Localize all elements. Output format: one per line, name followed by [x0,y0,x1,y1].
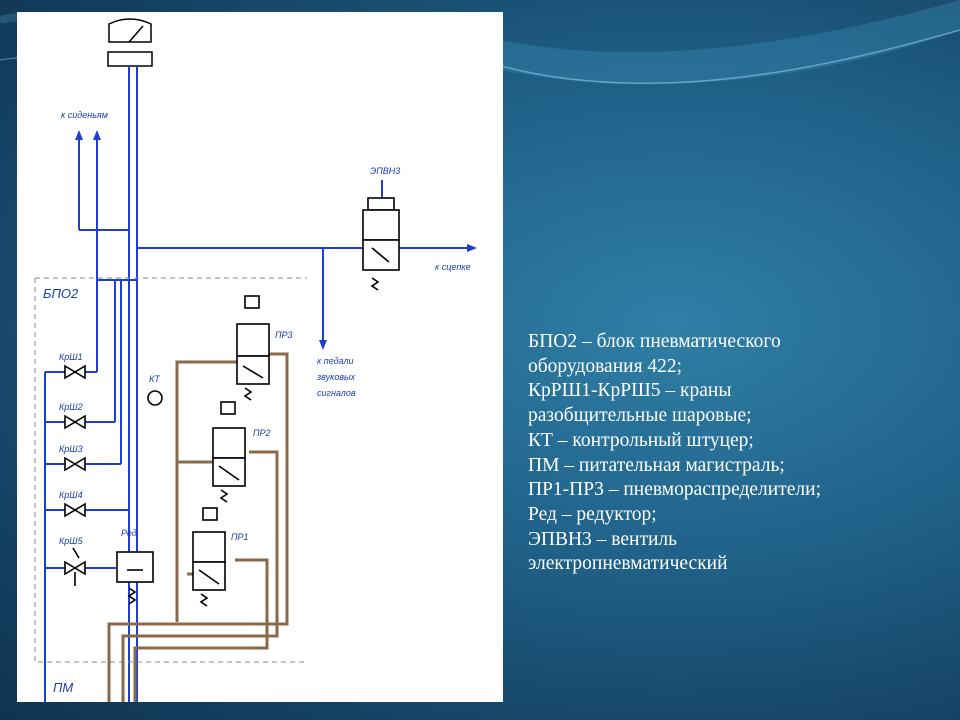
arrow-right-icon [467,244,477,252]
label-krsh3: КрШ3 [59,444,83,454]
legend-line: ПМ – питательная магистраль; [528,454,785,476]
label-krsh1: КрШ1 [59,352,83,362]
legend-line: Ред – редуктор; [528,503,657,525]
label-pm: ПМ [53,680,73,695]
label-pr3: ПР3 [275,330,293,340]
label-to-coupling: к сцепке [435,262,471,272]
pneumatic-schematic: к сиденьям ЭПВН3 к сцепке БПО2 ПР3 ПР2 П… [34,18,477,702]
label-pedal-3: сигналов [317,388,356,398]
legend-line: БПО2 – блок пневматического [528,331,781,352]
pressure-gauge-icon [107,18,153,67]
schematic-panel: к сиденьям ЭПВН3 к сцепке БПО2 ПР3 ПР2 П… [17,12,503,702]
legend-line: разобщительные шаровые; [528,405,752,427]
legend-line: КрРШ1-КрРШ5 – краны [528,380,732,402]
legend-line: электропневматический [528,553,728,575]
label-pr1: ПР1 [231,532,249,542]
ball-valve-icon [45,364,129,586]
label-epvn3: ЭПВН3 [370,166,400,176]
legend-line: КТ – контрольный штуцер; [528,429,754,451]
arrow-down-icon [319,340,327,350]
pr2-distributor-icon [212,401,246,503]
legend-text: БПО2 – блок пневматического оборудования… [528,330,948,577]
label-krsh5: КрШ5 [59,536,84,546]
epvn3-valve-icon [362,197,400,291]
label-krsh2: КрШ2 [59,402,83,412]
arrow-up-icon [75,130,101,140]
control-fitting-icon [147,390,163,406]
label-pedal-1: к педали [317,356,354,366]
legend-line: ЭПВН3 – вентиль [528,528,678,550]
label-reducer: Ред [121,528,137,538]
reducer-icon [116,551,154,605]
pr3-distributor-icon [236,295,270,401]
label-pedal-2: звуковых [316,372,356,382]
label-krsh4: КрШ4 [59,490,83,500]
pr1-distributor-icon [192,507,226,607]
label-kt: КТ [149,374,161,384]
label-to-seats: к сиденьям [61,110,108,120]
label-bpo2: БПО2 [43,286,79,301]
legend-line: оборудования 422; [528,355,683,377]
legend-line: ПР1-ПР3 – пневмораспределители; [528,479,821,501]
label-pr2: ПР2 [253,428,271,438]
